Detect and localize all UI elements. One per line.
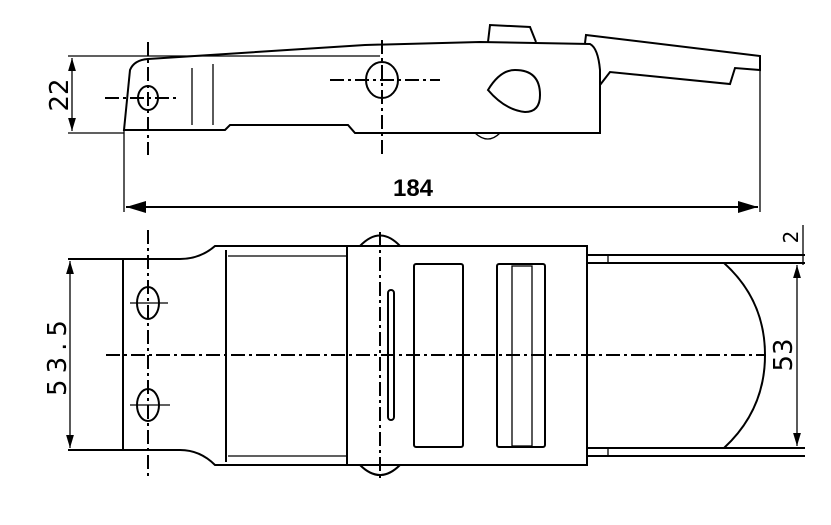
dimension-height: 22: [45, 55, 380, 134]
dimension-strap-width: 53 2: [769, 225, 804, 446]
dimension-base-width: 53.5: [43, 261, 74, 448]
top-view: [68, 230, 805, 480]
dimension-label-strap-width: 53: [769, 338, 799, 371]
dimension-label-length: 184: [393, 175, 434, 202]
dimension-label-height: 22: [45, 78, 75, 111]
dimension-label-base-width: 53.5: [43, 314, 73, 396]
side-view: [105, 23, 761, 155]
dimension-label-strap-offset: 2: [779, 231, 803, 244]
dimension-length: 184: [123, 56, 761, 213]
